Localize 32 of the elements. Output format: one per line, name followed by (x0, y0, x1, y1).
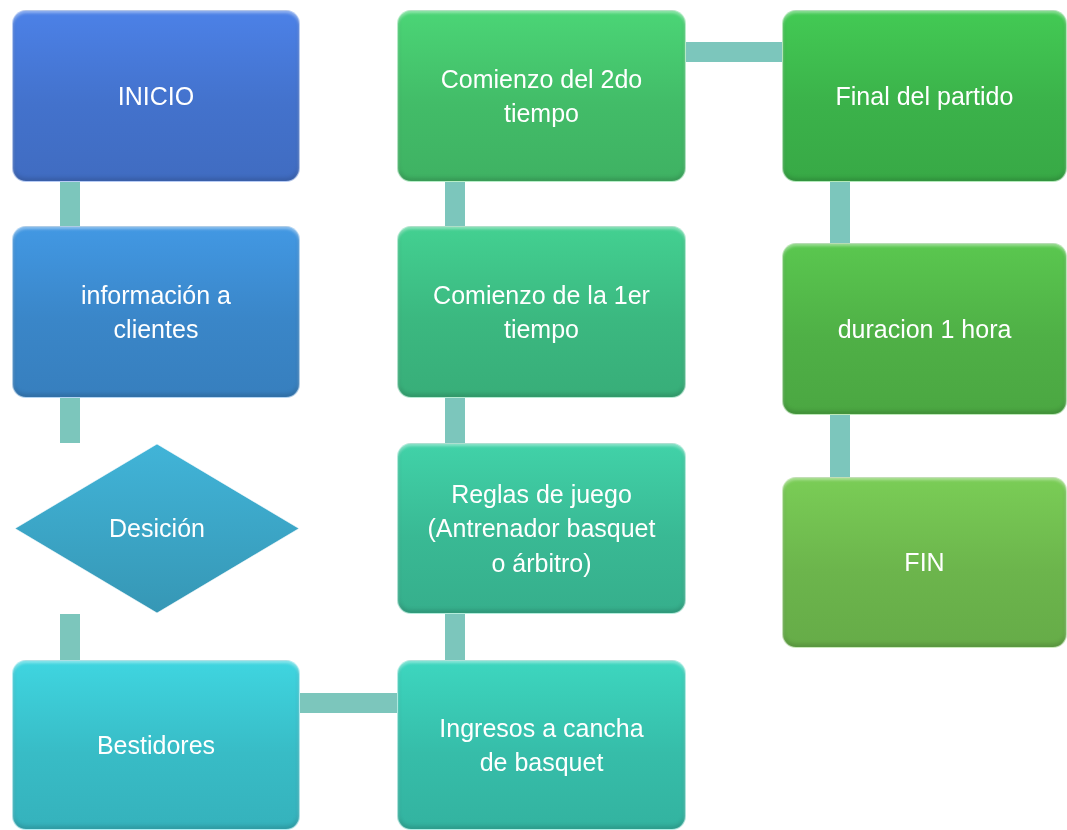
process-box (12, 660, 300, 830)
connector-bar (60, 398, 80, 443)
node-label: Comienzo del 2do tiempo (439, 63, 644, 129)
process-box (782, 243, 1067, 415)
connector-bar (60, 614, 80, 660)
process-box (782, 477, 1067, 648)
decision-diamond (14, 443, 300, 614)
node-label: FIN (904, 547, 945, 579)
connector-bar (830, 415, 850, 477)
connector-bar (445, 398, 465, 443)
connector-bar (830, 182, 850, 243)
node-label: Ingresos a cancha de basquet (438, 712, 645, 778)
process-box (397, 226, 686, 398)
node-label: Desición (109, 513, 205, 545)
process-box (12, 10, 300, 182)
node-label: Final del partido (835, 80, 1014, 112)
connector-bar (300, 693, 397, 713)
process-box (397, 443, 686, 614)
process-box (782, 10, 1067, 182)
node-label: información a clientes (79, 279, 233, 345)
connector-bar (445, 182, 465, 226)
node-label: Comienzo de la 1er tiempo (432, 279, 651, 345)
node-label: INICIO (117, 80, 195, 112)
node-label: duracion 1 hora (837, 313, 1012, 345)
connector-bar (686, 42, 782, 62)
node-label: Reglas de juego (Antrenador basquet o árbitro) (426, 478, 657, 579)
process-box (12, 226, 300, 398)
process-box (397, 660, 686, 830)
process-box (397, 10, 686, 182)
node-label: Bestidores (96, 729, 216, 761)
connector-bar (60, 182, 80, 226)
connector-bar (445, 614, 465, 660)
